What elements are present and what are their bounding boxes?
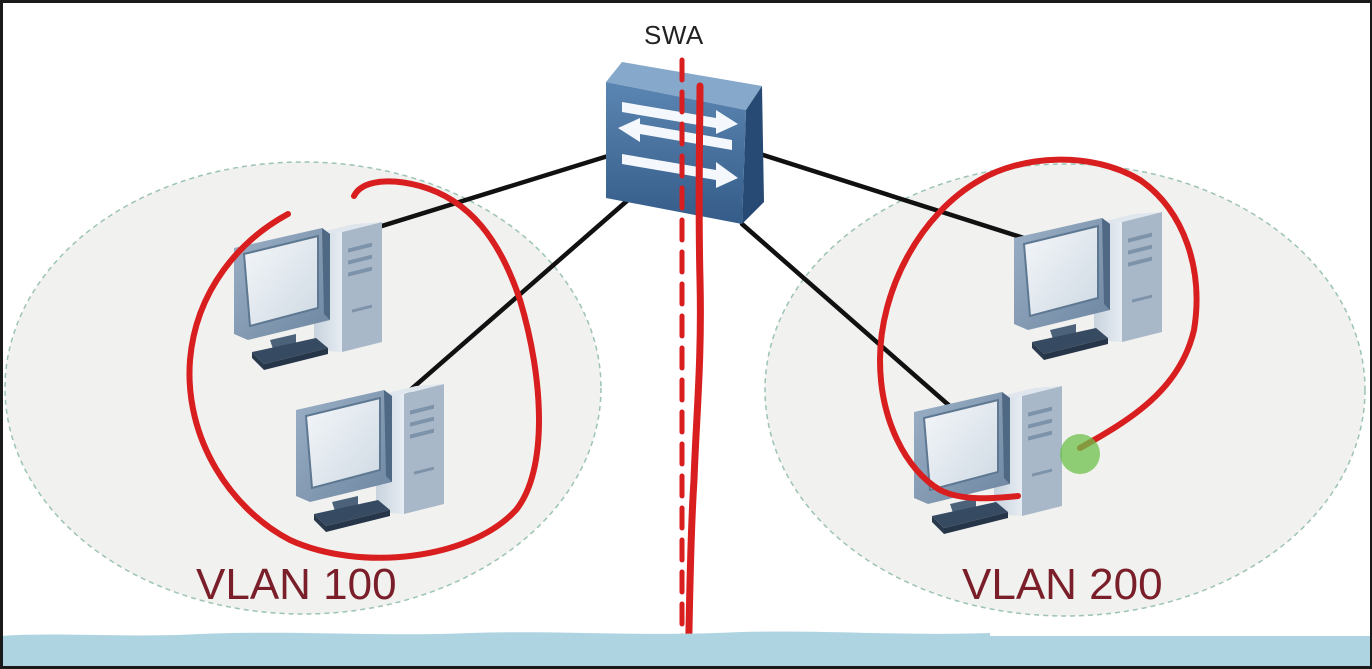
vlan-200-circle-annotation bbox=[877, 156, 1200, 502]
vlan-divider-freehand-line bbox=[684, 82, 704, 669]
link-pc-1 bbox=[353, 153, 611, 237]
vlan-200-label: VLAN 200 bbox=[962, 560, 1163, 609]
vlan-200-zone bbox=[764, 163, 1366, 617]
bottom-overlay-band bbox=[0, 631, 1372, 669]
hand-drawn-annotations bbox=[186, 57, 1200, 669]
switch-icon bbox=[606, 62, 764, 224]
vlan-100-label: VLAN 100 bbox=[196, 560, 397, 609]
vlan-100-circle-annotation bbox=[186, 178, 542, 561]
switch-label: SWA bbox=[644, 20, 704, 50]
cursor-highlight-dot bbox=[1060, 434, 1100, 474]
link-pc-3 bbox=[757, 151, 1033, 243]
vlan-100-zone bbox=[4, 161, 602, 615]
band-edge bbox=[0, 631, 990, 638]
link-pc-4 bbox=[739, 221, 955, 411]
